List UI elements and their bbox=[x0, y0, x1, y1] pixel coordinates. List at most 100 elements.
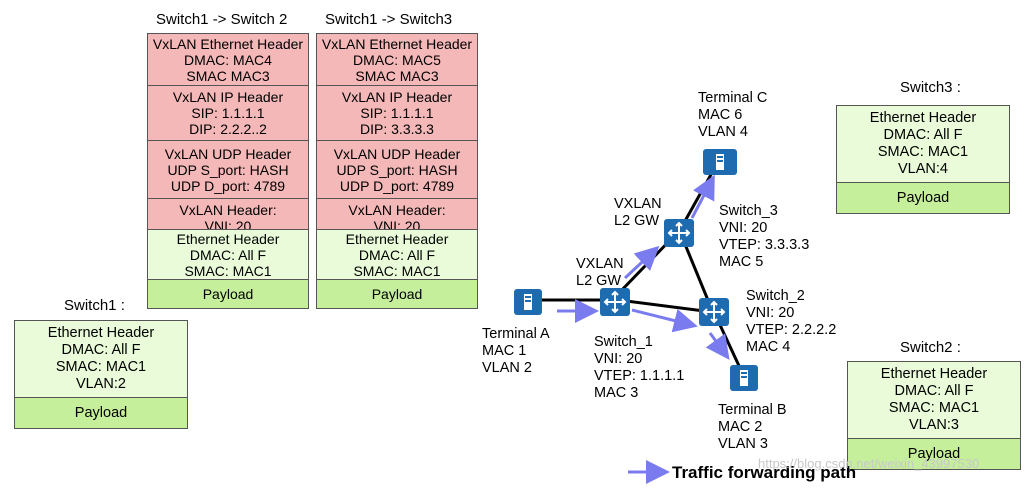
section-field: DMAC: All F bbox=[883, 127, 963, 143]
gw-line: L2 GW bbox=[576, 273, 622, 289]
section-label: VxLAN UDP Header bbox=[333, 145, 461, 162]
payload-label: Payload bbox=[371, 286, 423, 302]
section-label: Ethernet Header bbox=[869, 110, 977, 126]
section-label: Ethernet Header bbox=[880, 366, 988, 382]
stack2-payload: Payload bbox=[317, 280, 477, 308]
switch1-ethernet-header: Ethernet Header DMAC: All F SMAC: MAC1 V… bbox=[15, 321, 187, 398]
section-field: DMAC: All F bbox=[61, 342, 141, 358]
switch2-ethernet-header: Ethernet Header DMAC: All F SMAC: MAC1 V… bbox=[848, 362, 1020, 439]
section-label: Ethernet Header bbox=[345, 230, 449, 247]
section-field: VLAN:2 bbox=[76, 376, 126, 392]
section-label: VxLAN Header: bbox=[179, 202, 277, 218]
section-label: VxLAN IP Header bbox=[341, 89, 453, 105]
section-field: SMAC: MAC1 bbox=[877, 144, 969, 160]
section-field: VLAN:4 bbox=[898, 161, 948, 177]
node-field: MAC 2 bbox=[718, 419, 763, 435]
section-field: DMAC: All F bbox=[894, 383, 974, 399]
switch3-ethernet-header: Ethernet Header DMAC: All F SMAC: MAC1 V… bbox=[837, 106, 1009, 183]
node-name: Terminal B bbox=[718, 402, 787, 418]
section-field: SIP: 1.1.1.1 bbox=[191, 105, 265, 121]
node-name: Terminal C bbox=[698, 90, 768, 106]
section-label: VxLAN Ethernet Header bbox=[321, 35, 473, 52]
gw-line: L2 GW bbox=[614, 213, 660, 229]
stack1-payload: Payload bbox=[148, 280, 308, 308]
section-label: VxLAN IP Header bbox=[172, 89, 284, 105]
gw-label-switch1: VXLAN L2 GW bbox=[576, 256, 624, 290]
node-field: VTEP: 3.3.3.3 bbox=[719, 237, 810, 253]
section-label: Ethernet Header bbox=[47, 325, 155, 341]
node-name: Switch_3 bbox=[719, 203, 778, 219]
section-field: SMAC MAC3 bbox=[186, 67, 270, 84]
terminal-b-icon bbox=[730, 365, 758, 391]
section-field: SMAC: MAC1 bbox=[184, 262, 272, 279]
stack1-title: Switch1 -> Switch 2 bbox=[156, 11, 288, 28]
node-field: MAC 6 bbox=[698, 107, 743, 123]
stack1-packet: VxLAN Ethernet Header DMAC: MAC4 SMAC MA… bbox=[147, 33, 309, 309]
node-field: VLAN 4 bbox=[698, 124, 748, 140]
terminal-a-icon bbox=[514, 289, 542, 315]
section-field: UDP D_port: 4789 bbox=[170, 177, 286, 194]
switch1-frame: Ethernet Header DMAC: All F SMAC: MAC1 V… bbox=[14, 320, 188, 429]
node-name: Terminal A bbox=[482, 326, 550, 342]
section-field: UDP D_port: 4789 bbox=[339, 177, 455, 194]
switch1-frame-title: Switch1 : bbox=[64, 297, 125, 314]
node-field: MAC 3 bbox=[594, 385, 639, 401]
node-name: Switch_1 bbox=[594, 334, 653, 350]
terminal-c-label: Terminal C MAC 6 VLAN 4 bbox=[698, 90, 767, 141]
section-field: DMAC: MAC4 bbox=[184, 51, 272, 68]
node-name: Switch_2 bbox=[746, 288, 805, 304]
section-label: VxLAN Ethernet Header bbox=[152, 35, 304, 52]
section-field: UDP S_port: HASH bbox=[336, 161, 458, 178]
stack2-vxlan-ip-header: VxLAN IP Header SIP: 1.1.1.1 DIP: 3.3.3.… bbox=[317, 86, 477, 141]
stack2-vxlan-header: VxLAN Header: VNI: 20 bbox=[317, 199, 477, 230]
payload-label: Payload bbox=[907, 445, 961, 462]
switch3-icon bbox=[664, 219, 694, 247]
terminal-b-label: Terminal B MAC 2 VLAN 3 bbox=[718, 402, 787, 453]
terminal-c-icon bbox=[703, 149, 737, 175]
section-field: DIP: 2.2.2..2 bbox=[189, 121, 267, 137]
node-field: VNI: 20 bbox=[594, 351, 643, 367]
section-field: UDP S_port: HASH bbox=[167, 161, 289, 178]
switch2-payload: Payload bbox=[848, 439, 1020, 469]
section-field: SMAC: MAC1 bbox=[55, 359, 147, 375]
stack1-vxlan-ethernet-header: VxLAN Ethernet Header DMAC: MAC4 SMAC MA… bbox=[148, 34, 308, 86]
node-field: MAC 5 bbox=[719, 254, 764, 270]
node-field: VLAN 2 bbox=[482, 360, 532, 376]
gw-line: VXLAN bbox=[576, 256, 624, 272]
gw-label-switch3: VXLAN L2 GW bbox=[614, 196, 662, 230]
section-field: DMAC: All F bbox=[358, 246, 436, 263]
node-field: VTEP: 2.2.2.2 bbox=[746, 322, 837, 338]
section-field: SMAC: MAC1 bbox=[353, 262, 441, 279]
payload-label: Payload bbox=[202, 286, 254, 302]
switch3-frame-title: Switch3 : bbox=[900, 79, 961, 96]
link-switch1-switch2 bbox=[617, 298, 713, 314]
section-field: VNI: 20 bbox=[373, 218, 421, 230]
stack2-vxlan-ethernet-header: VxLAN Ethernet Header DMAC: MAC5 SMAC MA… bbox=[317, 34, 477, 86]
section-label: VxLAN Header: bbox=[348, 202, 446, 218]
section-field: DMAC: MAC5 bbox=[353, 51, 441, 68]
section-label: Ethernet Header bbox=[176, 230, 280, 247]
switch2-icon bbox=[699, 298, 729, 326]
switch2-label: Switch_2 VNI: 20 VTEP: 2.2.2.2 MAC 4 bbox=[746, 288, 836, 356]
switch2-frame: Ethernet Header DMAC: All F SMAC: MAC1 V… bbox=[847, 361, 1021, 470]
node-field: MAC 4 bbox=[746, 339, 791, 355]
stack2-vxlan-udp-header: VxLAN UDP Header UDP S_port: HASH UDP D_… bbox=[317, 141, 477, 199]
traffic-arrow-s2-to-b bbox=[705, 332, 730, 360]
node-field: VLAN 3 bbox=[718, 436, 768, 452]
watermark: https://blog.csdn.net/weixin_43997530 bbox=[758, 456, 980, 471]
traffic-arrow-s1-to-s2 bbox=[631, 308, 698, 333]
stack2-title: Switch1 -> Switch3 bbox=[325, 11, 453, 28]
gw-line: VXLAN bbox=[614, 196, 662, 212]
stack1-vxlan-ip-header: VxLAN IP Header SIP: 1.1.1.1 DIP: 2.2.2.… bbox=[148, 86, 308, 141]
payload-label: Payload bbox=[74, 404, 128, 421]
section-field: SMAC MAC3 bbox=[355, 67, 439, 84]
switch1-payload: Payload bbox=[15, 398, 187, 428]
switch1-label: Switch_1 VNI: 20 VTEP: 1.1.1.1 MAC 3 bbox=[594, 334, 684, 402]
node-field: VTEP: 1.1.1.1 bbox=[594, 368, 685, 384]
section-field: VLAN:3 bbox=[909, 417, 959, 433]
traffic-arrow-s1-to-s3 bbox=[623, 245, 660, 280]
switch2-frame-title: Switch2 : bbox=[900, 339, 961, 356]
traffic-arrow-s3-to-c bbox=[690, 174, 715, 219]
stack2-ethernet-header: Ethernet Header DMAC: All F SMAC: MAC1 bbox=[317, 230, 477, 280]
switch1-icon bbox=[600, 288, 630, 316]
